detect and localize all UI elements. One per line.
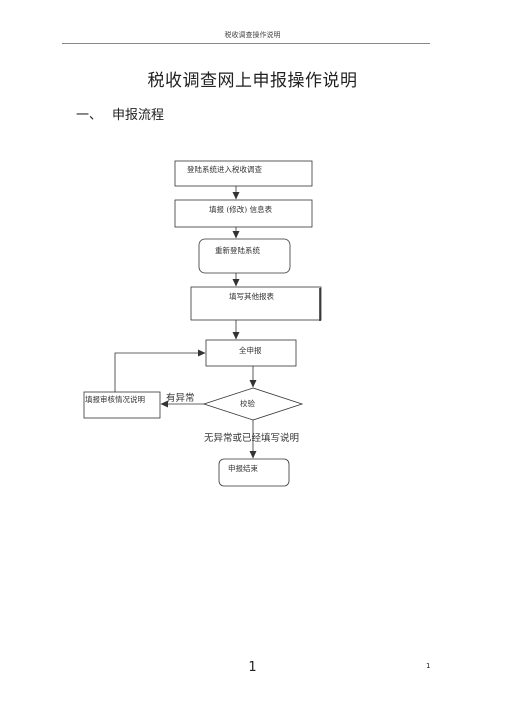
- edge-explain-to-submit: [114, 349, 206, 392]
- page-number-small: 1: [426, 662, 431, 670]
- node-login-label: 登陆系统进入税收调查: [187, 164, 262, 174]
- running-header: 税收调查操作说明: [224, 31, 281, 39]
- page-number: 1: [248, 660, 257, 675]
- node-fill-other-label: 填写其他报表: [229, 291, 274, 301]
- section-heading: 一、申报流程: [76, 104, 164, 123]
- section-title: 申报流程: [112, 108, 165, 123]
- edge-label-anomaly: 有异常: [166, 392, 195, 404]
- node-fill-info-label: 填报 (修改) 信息表: [209, 204, 273, 214]
- node-end: 申报结束: [218, 458, 290, 487]
- node-login: 登陆系统进入税收调查: [174, 160, 313, 187]
- node-relogin-label: 重新登陆系统: [215, 245, 260, 255]
- node-fill-other: 填写其他报表: [190, 286, 322, 321]
- header-divider: [62, 43, 430, 44]
- node-full-submit: 全申报: [205, 339, 297, 367]
- node-verify-label: 校验: [240, 398, 255, 408]
- node-fill-info: 填报 (修改) 信息表: [174, 199, 313, 228]
- edge-label-no-anomaly: 无异常或已经填写说明: [204, 432, 299, 444]
- section-number: 一、: [76, 108, 103, 123]
- node-verify: 校验: [202, 387, 304, 421]
- node-relogin: 重新登陆系统: [198, 238, 291, 274]
- node-explain-label: 填报审核情况说明: [85, 394, 145, 404]
- node-full-submit-label: 全申报: [239, 345, 262, 355]
- document-title: 税收调查网上申报操作说明: [147, 71, 358, 91]
- node-end-label: 申报结束: [228, 463, 258, 473]
- node-explain: 填报审核情况说明: [83, 391, 161, 419]
